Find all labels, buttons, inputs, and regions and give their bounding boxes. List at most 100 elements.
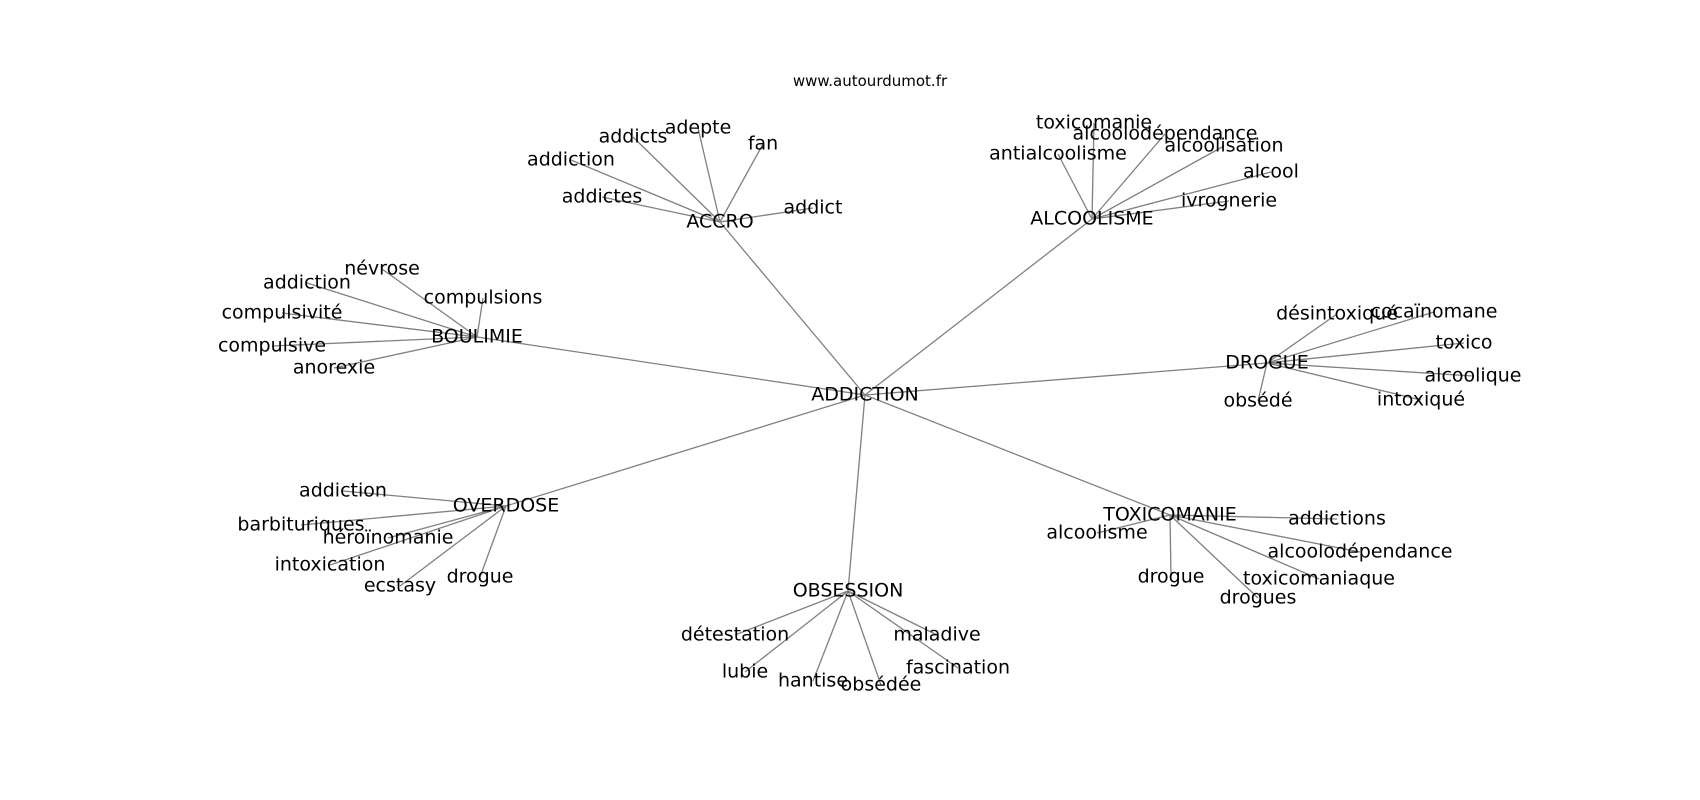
hub-node-label[interactable]: OBSESSION <box>793 580 904 602</box>
word-node-label[interactable]: drogues <box>1220 587 1297 609</box>
edge-hub-to-word <box>812 590 849 682</box>
edge-center-to-hub <box>847 394 866 592</box>
hub-node-label[interactable]: ALCOOLISME <box>1030 208 1153 230</box>
word-node-label[interactable]: anorexie <box>293 357 375 379</box>
hub-node-label[interactable]: BOULIMIE <box>431 326 523 348</box>
word-node-label[interactable]: addictions <box>1288 508 1386 530</box>
edge-center-to-hub <box>505 394 866 507</box>
edge-hub-to-word <box>601 196 721 223</box>
word-node-label[interactable]: alcoolisme <box>1046 522 1147 544</box>
edge-hub-to-word <box>734 590 849 636</box>
word-node-label[interactable]: addiction <box>299 480 387 502</box>
edge-hub-to-word <box>381 268 478 338</box>
word-node-label[interactable]: toxico <box>1435 332 1492 354</box>
edge-hub-to-word <box>333 336 478 369</box>
word-node-label[interactable]: addicts <box>599 126 668 148</box>
edge-hub-to-word <box>479 505 507 578</box>
word-node-label[interactable]: intoxication <box>275 554 386 576</box>
word-node-label[interactable]: alcoolodépendance <box>1073 123 1258 145</box>
word-node-label[interactable]: addiction <box>527 149 615 171</box>
word-node-label[interactable]: obsédé <box>1223 390 1292 412</box>
edge-hub-to-word <box>1266 313 1338 364</box>
word-node-label[interactable]: alcoolique <box>1425 365 1522 387</box>
edge-center-to-hub <box>719 221 866 396</box>
edge-hub-to-word <box>1266 342 1465 364</box>
edge-hub-to-word <box>399 505 507 587</box>
edge-hub-to-word <box>719 143 764 223</box>
edge-hub-to-word <box>476 297 484 338</box>
hub-node-label[interactable]: OVERDOSE <box>453 495 559 517</box>
word-node-label[interactable]: toxicomanie <box>1036 112 1152 134</box>
edge-hub-to-word <box>1091 200 1230 220</box>
word-node-label[interactable]: hantise <box>778 670 848 692</box>
word-node-label[interactable]: addict <box>784 197 843 219</box>
edge-hub-to-word <box>1266 362 1474 377</box>
word-node-label[interactable]: drogue <box>447 566 514 588</box>
word-node-label[interactable]: adepte <box>665 117 732 139</box>
word-node-label[interactable]: drogue <box>1138 566 1205 588</box>
word-node-label[interactable]: addiction <box>263 272 351 294</box>
edge-hub-to-word <box>1169 514 1338 520</box>
edge-hub-to-word <box>306 282 478 338</box>
edge-hub-to-word <box>1169 514 1361 553</box>
edge-hub-to-word <box>1169 514 1172 578</box>
edge-hub-to-word <box>1091 145 1225 220</box>
edge-hub-to-word <box>847 590 959 669</box>
edge-center-to-hub <box>864 362 1268 396</box>
edge-hub-to-word <box>570 159 721 223</box>
word-node-label[interactable]: addictes <box>562 186 643 208</box>
word-node-label[interactable]: toxicomaniaque <box>1243 568 1395 590</box>
edge-hub-to-word <box>1169 514 1259 599</box>
word-node-label[interactable]: fan <box>748 133 778 155</box>
word-node-label[interactable]: compulsions <box>424 287 543 309</box>
word-node-label[interactable]: obsédée <box>841 674 922 696</box>
hub-node-label[interactable]: ACCRO <box>686 211 753 233</box>
edge-hub-to-word <box>329 505 507 566</box>
edge-hub-to-word <box>847 590 938 636</box>
edge-hub-to-word <box>697 127 721 223</box>
edge-hub-to-word <box>847 590 882 686</box>
edge-hub-to-word <box>1057 153 1093 220</box>
word-node-label[interactable]: alcool <box>1243 161 1299 183</box>
edge-center-to-hub <box>864 394 1171 516</box>
word-node-label[interactable]: alcoolodépendance <box>1268 541 1453 563</box>
edge-hub-to-word <box>744 590 849 673</box>
word-node-label[interactable]: névrose <box>344 258 420 280</box>
word-node-label[interactable]: lubie <box>722 661 768 683</box>
word-node-label[interactable]: désintoxiqué <box>1276 303 1398 325</box>
word-node-label[interactable]: alcoolisation <box>1164 135 1283 157</box>
site-url[interactable]: www.autourdumot.fr <box>792 72 948 90</box>
edge-hub-to-word <box>300 505 507 526</box>
word-node-label[interactable]: héroïnomanie <box>323 527 454 549</box>
edge-hub-to-word <box>281 312 478 338</box>
edge-hub-to-word <box>1257 362 1268 402</box>
hub-node-label[interactable]: DROGUE <box>1225 352 1308 374</box>
edge-hub-to-word <box>387 505 507 539</box>
edge-center-to-hub <box>864 218 1093 396</box>
edge-hub-to-word <box>1266 362 1422 401</box>
edge-hub-to-word <box>1096 514 1171 534</box>
word-node-label[interactable]: fascination <box>906 657 1010 679</box>
edge-hub-to-word <box>632 136 721 223</box>
word-node-label[interactable]: antialcoolisme <box>989 143 1127 165</box>
word-node-label[interactable]: ecstasy <box>364 575 436 597</box>
edge-hub-to-word <box>1091 122 1095 220</box>
word-node-label[interactable]: cocaïnomane <box>1371 301 1498 323</box>
word-node-label[interactable]: détestation <box>681 624 789 646</box>
edge-hub-to-word <box>1169 514 1320 580</box>
edge-hub-to-word <box>271 336 478 347</box>
edge-center-to-hub <box>476 336 866 396</box>
hub-node-label[interactable]: TOXICOMANIE <box>1102 504 1236 526</box>
word-node-label[interactable]: barbituriques <box>237 514 364 536</box>
word-node-label[interactable]: intoxiqué <box>1377 389 1465 411</box>
edge-hub-to-word <box>1266 311 1435 364</box>
edge-hub-to-word <box>1091 133 1166 220</box>
word-node-label[interactable]: compulsive <box>218 335 326 357</box>
word-node-label[interactable]: ivrognerie <box>1181 190 1277 212</box>
edge-hub-to-word <box>1091 171 1272 220</box>
word-node-label[interactable]: maladive <box>893 624 980 646</box>
center-node-label[interactable]: ADDICTION <box>811 384 919 406</box>
word-node-label[interactable]: compulsivité <box>222 302 343 324</box>
edge-hub-to-word <box>719 207 814 223</box>
